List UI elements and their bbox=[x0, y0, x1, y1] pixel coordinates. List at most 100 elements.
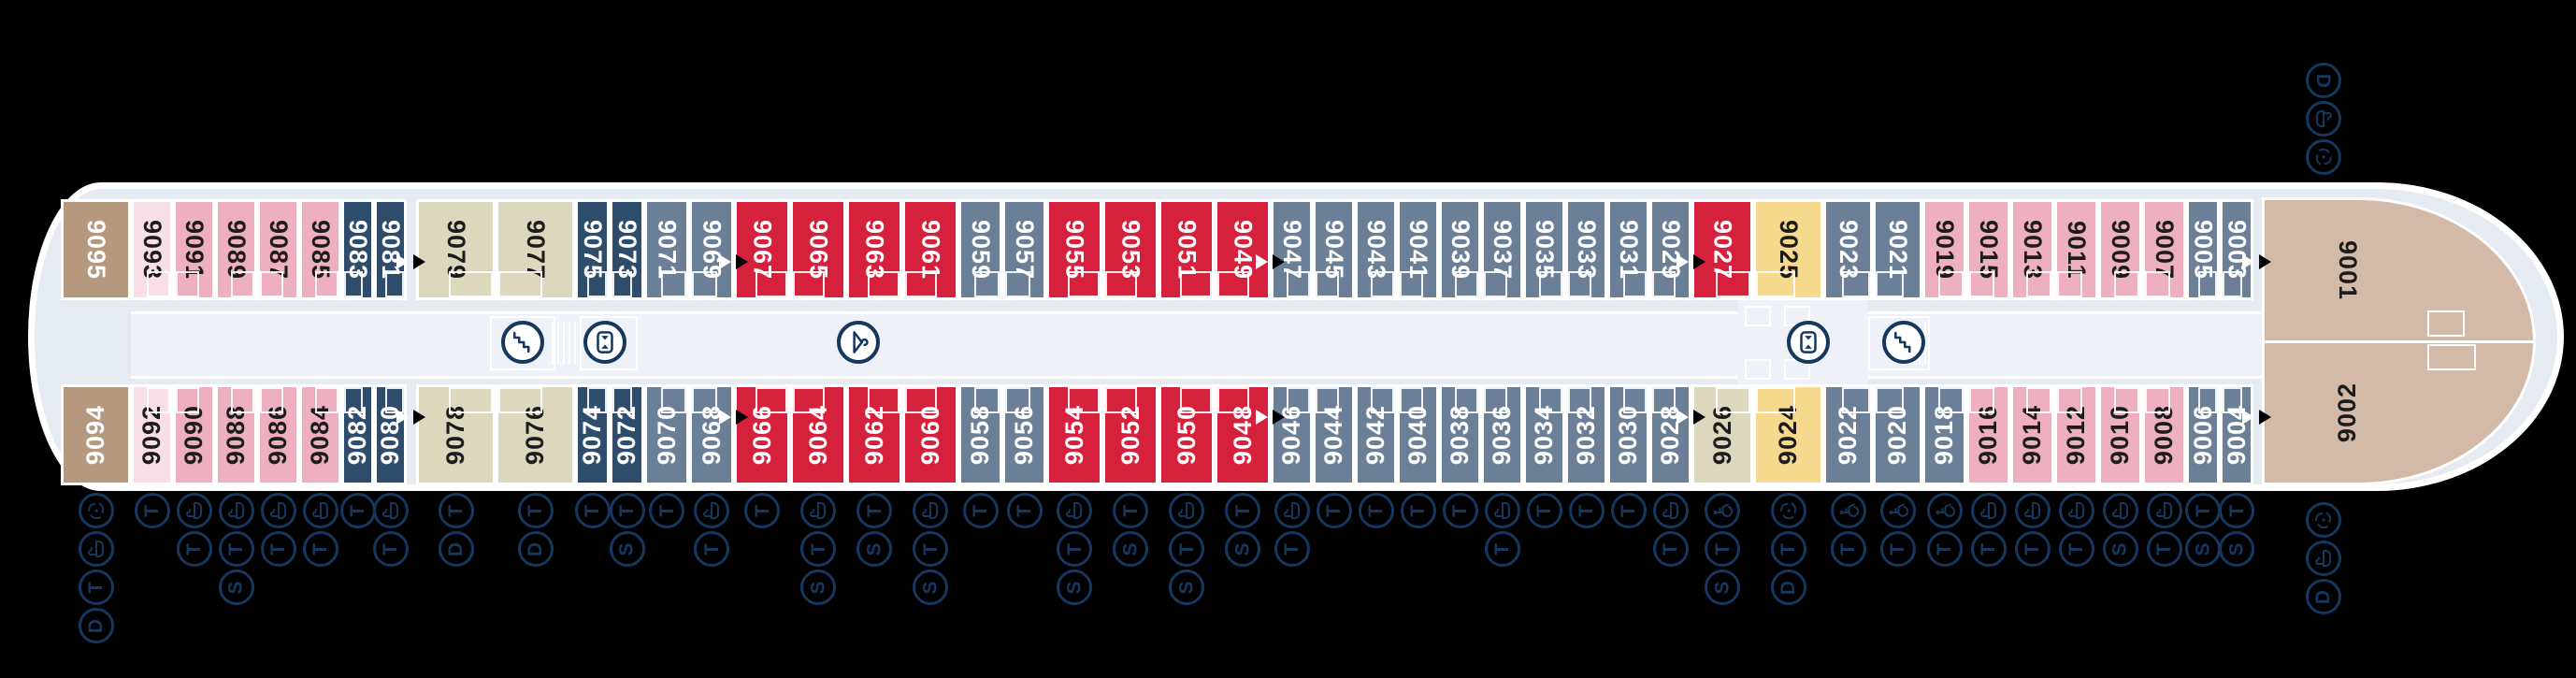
cabin-9088[interactable]: 9088 bbox=[215, 384, 257, 485]
cabin-9073[interactable]: 9073 bbox=[610, 199, 644, 300]
cabin-9010[interactable]: 9010 bbox=[2098, 384, 2142, 485]
cabin-9053[interactable]: 9053 bbox=[1102, 199, 1158, 300]
cabin-9048[interactable]: 9048 bbox=[1215, 384, 1271, 485]
cabin-9083[interactable]: 9083 bbox=[341, 199, 374, 300]
cabin-9084[interactable]: 9084 bbox=[299, 384, 341, 485]
cabin-9086[interactable]: 9086 bbox=[257, 384, 299, 485]
cabin-9020[interactable]: 9020 bbox=[1873, 384, 1922, 485]
cabin-9055[interactable]: 9055 bbox=[1046, 199, 1102, 300]
cabin-9008[interactable]: 9008 bbox=[2142, 384, 2186, 485]
cabin-9095[interactable]: 9095 bbox=[61, 199, 131, 300]
cabin-9004[interactable]: 9004 bbox=[2220, 384, 2253, 485]
cabin-9040[interactable]: 9040 bbox=[1397, 384, 1439, 485]
cabin-9046[interactable]: 9046 bbox=[1271, 384, 1313, 485]
cabin-9014[interactable]: 9014 bbox=[2010, 384, 2054, 485]
cabin-9025[interactable]: 9025 bbox=[1753, 199, 1823, 300]
cabin-9015[interactable]: 9015 bbox=[1966, 199, 2010, 300]
cabin-9002[interactable]: 9002 bbox=[2265, 343, 2533, 483]
cabin-9022[interactable]: 9022 bbox=[1823, 384, 1873, 485]
cabin-9036[interactable]: 9036 bbox=[1481, 384, 1523, 485]
cabin-9050[interactable]: 9050 bbox=[1158, 384, 1215, 485]
cabin-9093[interactable]: 9093 bbox=[131, 199, 173, 300]
cabin-9031[interactable]: 9031 bbox=[1607, 199, 1649, 300]
cabin-9089[interactable]: 9089 bbox=[215, 199, 257, 300]
cabin-9062[interactable]: 9062 bbox=[846, 384, 902, 485]
cabin-9061[interactable]: 9061 bbox=[902, 199, 958, 300]
cabin-9063[interactable]: 9063 bbox=[846, 199, 902, 300]
s-badge-icon: S bbox=[2185, 531, 2221, 567]
cabin-9043[interactable]: 9043 bbox=[1355, 199, 1397, 300]
cabin-9038[interactable]: 9038 bbox=[1439, 384, 1481, 485]
cabin-9037[interactable]: 9037 bbox=[1481, 199, 1523, 300]
cabin-9011[interactable]: 9011 bbox=[2054, 199, 2098, 300]
cabin-9021[interactable]: 9021 bbox=[1873, 199, 1922, 300]
cabin-9065[interactable]: 9065 bbox=[790, 199, 846, 300]
cabin-9035[interactable]: 9035 bbox=[1523, 199, 1565, 300]
cabin-9058[interactable]: 9058 bbox=[958, 384, 1002, 485]
cabin-9090[interactable]: 9090 bbox=[173, 384, 215, 485]
cabin-9016[interactable]: 9016 bbox=[1966, 384, 2010, 485]
cabin-9068[interactable]: 9068 bbox=[689, 384, 734, 485]
cabin-9057[interactable]: 9057 bbox=[1002, 199, 1046, 300]
cabin-9026[interactable]: 9026 bbox=[1691, 384, 1753, 485]
hanger-icon bbox=[837, 321, 880, 364]
cabin-9094[interactable]: 9094 bbox=[61, 384, 131, 485]
cabin-9060[interactable]: 9060 bbox=[902, 384, 958, 485]
cabin-9032[interactable]: 9032 bbox=[1565, 384, 1607, 485]
cabin-9028[interactable]: 9028 bbox=[1649, 384, 1691, 485]
cabin-9081[interactable]: 9081 bbox=[374, 199, 407, 300]
cabin-9079[interactable]: 9079 bbox=[416, 199, 496, 300]
cabin-9047[interactable]: 9047 bbox=[1271, 199, 1313, 300]
cabin-9085[interactable]: 9085 bbox=[299, 199, 341, 300]
cabin-9049[interactable]: 9049 bbox=[1215, 199, 1271, 300]
cabin-9070[interactable]: 9070 bbox=[644, 384, 689, 485]
cabin-9064[interactable]: 9064 bbox=[790, 384, 846, 485]
cabin-9069[interactable]: 9069 bbox=[689, 199, 734, 300]
cabin-9074[interactable]: 9074 bbox=[575, 384, 610, 485]
cabin-9067[interactable]: 9067 bbox=[734, 199, 790, 300]
cabin-9041[interactable]: 9041 bbox=[1397, 199, 1439, 300]
cabin-number: 9047 bbox=[1278, 219, 1306, 281]
cabin-9034[interactable]: 9034 bbox=[1523, 384, 1565, 485]
cabin-9045[interactable]: 9045 bbox=[1313, 199, 1355, 300]
cabin-9087[interactable]: 9087 bbox=[257, 199, 299, 300]
cabin-9077[interactable]: 9077 bbox=[496, 199, 575, 300]
cabin-9042[interactable]: 9042 bbox=[1355, 384, 1397, 485]
cabin-9006[interactable]: 9006 bbox=[2186, 384, 2220, 485]
cabin-9012[interactable]: 9012 bbox=[2054, 384, 2098, 485]
cabin-9052[interactable]: 9052 bbox=[1102, 384, 1158, 485]
cabin-9092[interactable]: 9092 bbox=[131, 384, 173, 485]
cabin-9051[interactable]: 9051 bbox=[1158, 199, 1215, 300]
cabin-9009[interactable]: 9009 bbox=[2098, 199, 2142, 300]
cabin-9033[interactable]: 9033 bbox=[1565, 199, 1607, 300]
cabin-9075[interactable]: 9075 bbox=[575, 199, 610, 300]
cabin-9091[interactable]: 9091 bbox=[173, 199, 215, 300]
cabin-9023[interactable]: 9023 bbox=[1823, 199, 1873, 300]
cabin-9013[interactable]: 9013 bbox=[2010, 199, 2054, 300]
cabin-9082[interactable]: 9082 bbox=[341, 384, 374, 485]
cabin-9072[interactable]: 9072 bbox=[610, 384, 644, 485]
cabin-9007[interactable]: 9007 bbox=[2142, 199, 2186, 300]
cabin-9003[interactable]: 9003 bbox=[2220, 199, 2253, 300]
cabin-9005[interactable]: 9005 bbox=[2186, 199, 2220, 300]
cabin-9054[interactable]: 9054 bbox=[1046, 384, 1102, 485]
bow-closet-outline bbox=[2427, 310, 2465, 337]
cabin-9044[interactable]: 9044 bbox=[1313, 384, 1355, 485]
cabin-9018[interactable]: 9018 bbox=[1922, 384, 1966, 485]
cabin-9076[interactable]: 9076 bbox=[496, 384, 575, 485]
cabin-9027[interactable]: 9027 bbox=[1691, 199, 1753, 300]
cabin-9078[interactable]: 9078 bbox=[416, 384, 496, 485]
bow-suites: 9001 9002 bbox=[2262, 197, 2536, 485]
cabin-9071[interactable]: 9071 bbox=[644, 199, 689, 300]
cabin-9059[interactable]: 9059 bbox=[958, 199, 1002, 300]
cabin-9039[interactable]: 9039 bbox=[1439, 199, 1481, 300]
cabin-9030[interactable]: 9030 bbox=[1607, 384, 1649, 485]
cabin-9019[interactable]: 9019 bbox=[1922, 199, 1966, 300]
cabin-9066[interactable]: 9066 bbox=[734, 384, 790, 485]
cabin-9080[interactable]: 9080 bbox=[374, 384, 407, 485]
cabin-9024[interactable]: 9024 bbox=[1753, 384, 1823, 485]
cabin-9029[interactable]: 9029 bbox=[1649, 199, 1691, 300]
cabin-9056[interactable]: 9056 bbox=[1002, 384, 1046, 485]
cabin-9001[interactable]: 9001 bbox=[2265, 200, 2533, 343]
